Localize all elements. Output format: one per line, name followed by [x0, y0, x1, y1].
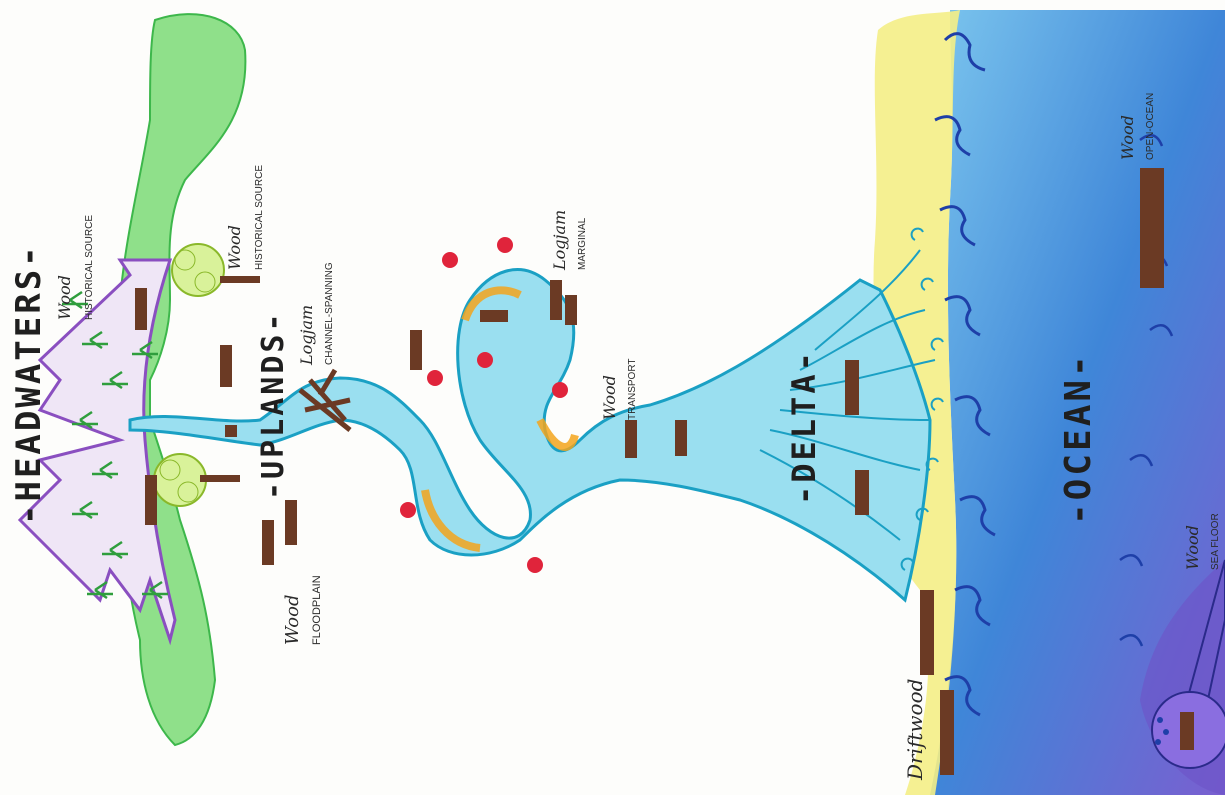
- zone-delta: -DELTA-: [785, 349, 823, 505]
- deciduous-tree-1: [172, 244, 260, 296]
- svg-text:Wood: Wood: [282, 595, 303, 645]
- svg-text:Wood: Wood: [55, 275, 74, 320]
- svg-text:Wood: Wood: [1183, 525, 1202, 570]
- svg-text:HISTORICAL SOURCE: HISTORICAL SOURCE: [254, 165, 265, 270]
- label-transport: Wood TRANSPORT: [600, 359, 638, 421]
- sea-floor-log: [1180, 712, 1194, 750]
- zone-uplands: -UPLANDS-: [256, 310, 291, 500]
- label-marginal: Logjam MARGINAL: [550, 210, 588, 271]
- svg-text:OPEN-OCEAN: OPEN-OCEAN: [1145, 93, 1156, 160]
- svg-text:Wood: Wood: [1118, 115, 1137, 160]
- svg-text:Logjam: Logjam: [297, 305, 316, 366]
- label-channel-spanning: Logjam CHANNEL-SPANNING: [297, 262, 335, 366]
- svg-text:MARGINAL: MARGINAL: [577, 217, 588, 270]
- svg-text:HISTORICAL SOURCE: HISTORICAL SOURCE: [84, 215, 95, 320]
- label-driftwood: Driftwood: [903, 679, 927, 781]
- zone-ocean: -OCEAN-: [1058, 352, 1099, 525]
- svg-text:SEA FLOOR: SEA FLOOR: [1210, 513, 1221, 570]
- svg-text:Logjam: Logjam: [550, 210, 569, 271]
- svg-text:TRANSPORT: TRANSPORT: [627, 359, 638, 421]
- label-floodplain: Wood FLOODPLAIN: [282, 575, 323, 645]
- svg-text:FLOODPLAIN: FLOODPLAIN: [311, 575, 323, 645]
- label-historical-source-2: Wood HISTORICAL SOURCE: [225, 165, 265, 270]
- svg-text:Driftwood: Driftwood: [903, 679, 927, 781]
- deciduous-tree-2: [154, 454, 240, 506]
- svg-text:Wood: Wood: [225, 225, 244, 270]
- svg-text:CHANNEL-SPANNING: CHANNEL-SPANNING: [324, 262, 335, 365]
- svg-text:Wood: Wood: [600, 375, 619, 420]
- zone-headwaters: -HEADWATERS-: [9, 243, 49, 525]
